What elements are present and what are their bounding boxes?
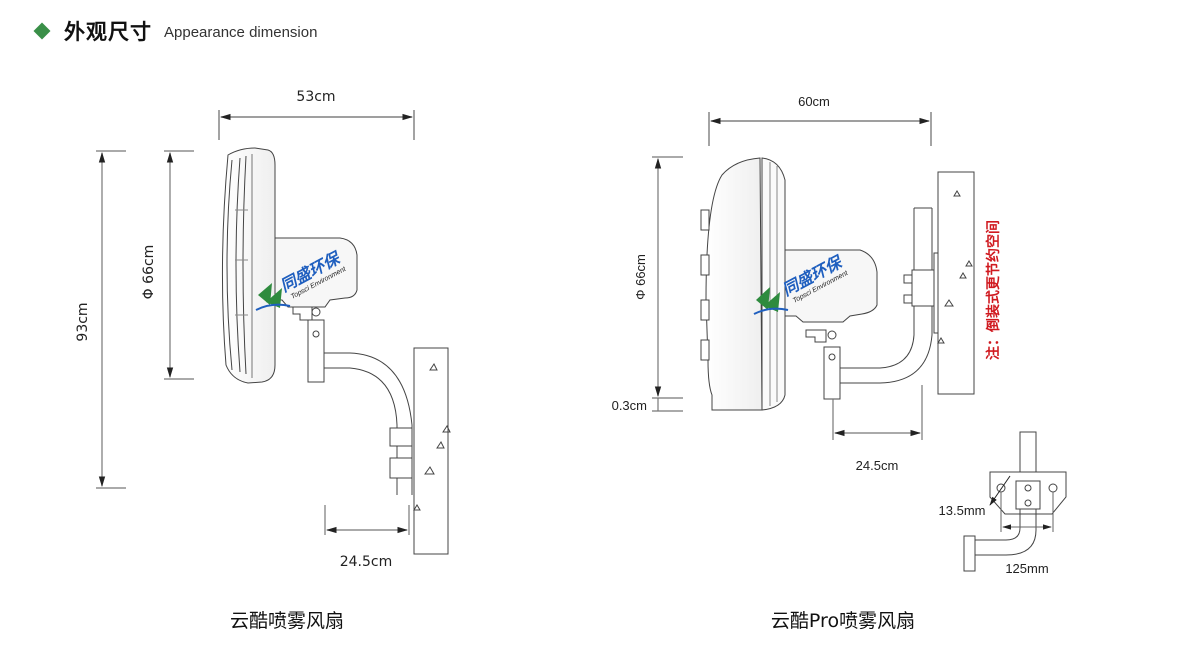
right-bracket (805, 329, 841, 400)
left-product-caption: 云酷喷雾风扇 (230, 610, 344, 632)
left-fan-diagram: 53cm 93cm Φ 66cm (75, 89, 451, 632)
left-bracket (292, 306, 325, 383)
right-fan-body (700, 157, 786, 411)
section-title-en: Appearance dimension (164, 24, 318, 41)
right-arm-label: 24.5cm (856, 458, 899, 473)
installation-note: 注：倒装式更节约空间 (985, 220, 1002, 360)
right-diameter-label: Φ 66cm (633, 254, 648, 300)
left-height-label: 93cm (75, 302, 91, 341)
left-depth-label: 53cm (296, 89, 335, 105)
section-header: 外观尺寸 Appearance dimension (32, 16, 317, 46)
right-wall-plate (937, 171, 975, 395)
left-arm-label: 24.5cm (340, 554, 393, 570)
left-motor-housing (274, 237, 358, 308)
left-fan-guard (221, 147, 276, 384)
right-depth-dimension (708, 112, 932, 146)
left-arm-dimension (324, 505, 410, 535)
right-product-caption: 云酷Pro喷雾风扇 (771, 610, 915, 632)
left-wall-plate (413, 347, 451, 555)
mounting-plate-detail (963, 431, 1067, 572)
left-curved-arm (324, 352, 413, 495)
right-arm-dimension (832, 385, 923, 440)
sail-logo-icon (255, 283, 291, 311)
right-curved-arm (840, 207, 939, 384)
left-depth-dimension (218, 110, 415, 140)
right-depth-label: 60cm (798, 94, 830, 109)
sail-logo-icon (753, 287, 789, 315)
section-title-cn: 外观尺寸 (64, 20, 152, 44)
right-fan-diagram: 60cm Φ 66cm 0.3cm (612, 94, 1067, 632)
right-motor-housing (784, 249, 878, 323)
hole-spacing-label: 125mm (1005, 561, 1048, 576)
left-height-dimension (96, 150, 126, 489)
right-diameter-dimension (652, 156, 683, 412)
left-diameter-label: Φ 66cm (141, 245, 157, 300)
hole-diameter-label: 13.5mm (939, 503, 986, 518)
left-diameter-dimension (164, 150, 194, 380)
right-gap-label: 0.3cm (612, 398, 647, 413)
